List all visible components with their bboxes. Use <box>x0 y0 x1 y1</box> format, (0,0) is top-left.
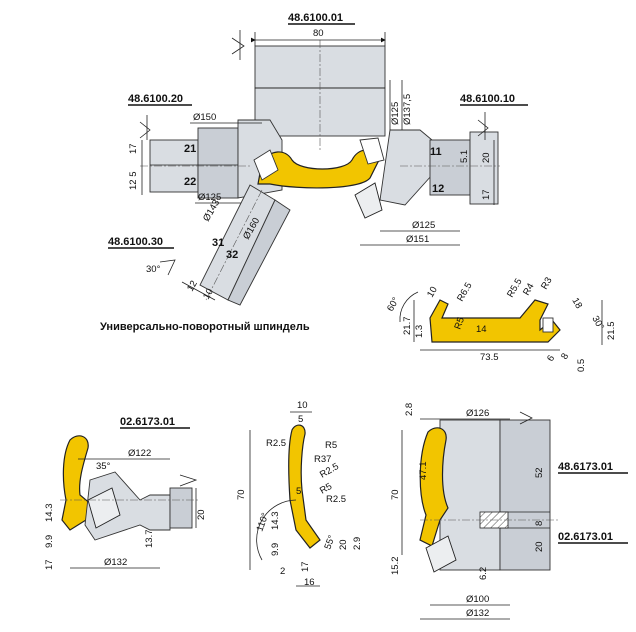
dim-35deg: 35° <box>96 461 111 472</box>
position-22: 22 <box>184 176 196 188</box>
profile-detail: 14 R5 73.5 60° 21.7 1.3 10 R6.5 R5.5 R4 … <box>385 275 617 372</box>
code-bottom-left: 48.6100.30 <box>108 236 163 248</box>
dim-r6-5: R6.5 <box>455 281 475 304</box>
dim-5-mid: 5 <box>296 486 301 497</box>
dim-20-right: 20 <box>481 152 492 163</box>
dim-20-bl: 20 <box>196 509 207 520</box>
dim-30deg: 30° <box>146 264 161 275</box>
dim-6-2: 6.2 <box>478 567 489 580</box>
dim-10-bm: 10 <box>297 400 308 411</box>
dim-r5-mid: R5 <box>318 481 334 497</box>
dim-20-bm: 20 <box>338 539 349 550</box>
dim-9-9: 9.9 <box>44 535 55 548</box>
dim-20-br: 20 <box>534 541 545 552</box>
dim-2-8: 2.8 <box>404 403 415 416</box>
dim-55deg: 55° <box>322 534 337 551</box>
center-profile <box>253 137 385 189</box>
dim-r37: R37 <box>314 454 331 465</box>
dim-47-1: 47.1 <box>418 462 429 481</box>
dim-d151: Ø151 <box>406 234 429 245</box>
dim-17-bm: 17 <box>300 561 311 572</box>
dim-80: 80 <box>313 28 324 39</box>
dim-d126: Ø126 <box>466 408 489 419</box>
dim-9-9-bm: 9.9 <box>270 543 281 556</box>
dim-110deg: 110° <box>254 511 271 533</box>
dim-0-5: 0.5 <box>576 359 587 372</box>
dim-r2-5-bot: R2.5 <box>326 494 346 505</box>
dim-r4: R4 <box>521 281 537 297</box>
dim-70-bm: 70 <box>236 489 247 500</box>
dim-14: 14 <box>476 324 487 335</box>
position-21: 21 <box>184 143 196 155</box>
code-br-top: 48.6173.01 <box>558 461 613 473</box>
dim-2-9: 2.9 <box>352 537 363 550</box>
code-right: 48.6100.10 <box>460 93 515 105</box>
code-bottom-left-detail: 02.6173.01 <box>120 416 175 428</box>
code-top: 48.6100.01 <box>288 12 343 24</box>
dim-1-3: 1.3 <box>414 325 425 338</box>
dim-r5-top: R5 <box>325 440 337 451</box>
position-11: 11 <box>430 146 442 158</box>
dim-d132-bl: Ø132 <box>104 557 127 568</box>
dim-d122: Ø122 <box>128 448 151 459</box>
dim-6: 6 <box>545 353 557 363</box>
dim-2-bm: 2 <box>280 566 285 577</box>
position-31: 31 <box>212 237 224 249</box>
dim-d125-right: Ø125 <box>412 220 435 231</box>
bottom-middle-detail: 10 5 R2.5 R5 R37 R2.5 R5 R2.5 5 70 110° … <box>236 400 363 588</box>
dim-d150: Ø150 <box>193 112 216 123</box>
bottom-left-detail: 02.6173.01 Ø122 35° 9.9 14.3 13.7 20 17 … <box>44 416 207 570</box>
code-left: 48.6100.20 <box>128 93 183 105</box>
dim-70-br: 70 <box>390 489 401 500</box>
dim-18: 18 <box>569 296 584 311</box>
dim-60deg: 60° <box>385 295 402 313</box>
dim-8: 8 <box>559 351 571 361</box>
dim-r3: R3 <box>539 275 555 291</box>
dim-12-bottom: 12 <box>185 279 200 294</box>
dim-r5-5: R5.5 <box>505 277 525 300</box>
dim-10-top: 10 <box>425 285 440 300</box>
dim-8-br: 8 <box>534 521 545 526</box>
dim-30deg-right: 30° <box>589 314 606 332</box>
dim-16-bm: 16 <box>304 577 315 588</box>
code-br-bottom: 02.6173.01 <box>558 531 613 543</box>
dim-d100: Ø100 <box>466 594 489 605</box>
dim-21-5: 21.5 <box>606 322 617 341</box>
dim-13-7: 13.7 <box>144 530 155 549</box>
position-32: 32 <box>226 249 238 261</box>
dim-d125-left: Ø125 <box>198 192 221 203</box>
dim-5-1: 5.1 <box>459 150 470 163</box>
dim-10-bottom: 10 <box>201 287 216 302</box>
dim-r2-5-top: R2.5 <box>266 438 286 449</box>
dim-r5-inner: R5 <box>452 316 466 331</box>
dim-15-2: 15.2 <box>390 557 401 576</box>
dim-12-5-left: 12 5 <box>128 172 139 191</box>
dim-73-5: 73.5 <box>480 352 499 363</box>
dim-d132-br: Ø132 <box>466 608 489 619</box>
dim-d137-5: Ø137,5 <box>402 94 413 125</box>
dim-5-bm: 5 <box>298 414 303 425</box>
bottom-right-detail: 2.8 Ø126 47.1 70 52 8 20 48.6173.01 02.6… <box>390 403 628 620</box>
dim-52: 52 <box>534 467 545 478</box>
top-spindle: 80 48.6100.01 <box>231 12 386 150</box>
dim-21-7: 21.7 <box>402 317 413 336</box>
dim-17-right: 17 <box>481 189 492 200</box>
assembly-caption: Универсально-поворотный шпиндель <box>100 321 310 333</box>
top-assembly: 80 48.6100.01 21 22 48.6100.20 Ø150 17 1… <box>100 12 528 333</box>
right-spindle: 11 12 48.6100.10 Ø125 Ø137,5 5.1 20 17 Ø… <box>354 80 528 246</box>
dim-14-3: 14.3 <box>44 504 55 523</box>
dim-14-3-bm: 14.3 <box>270 512 281 531</box>
position-12: 12 <box>432 183 444 195</box>
dim-17-left: 17 <box>128 143 139 154</box>
dim-17-bl: 17 <box>44 559 55 570</box>
dim-d125-top: Ø125 <box>390 102 401 125</box>
